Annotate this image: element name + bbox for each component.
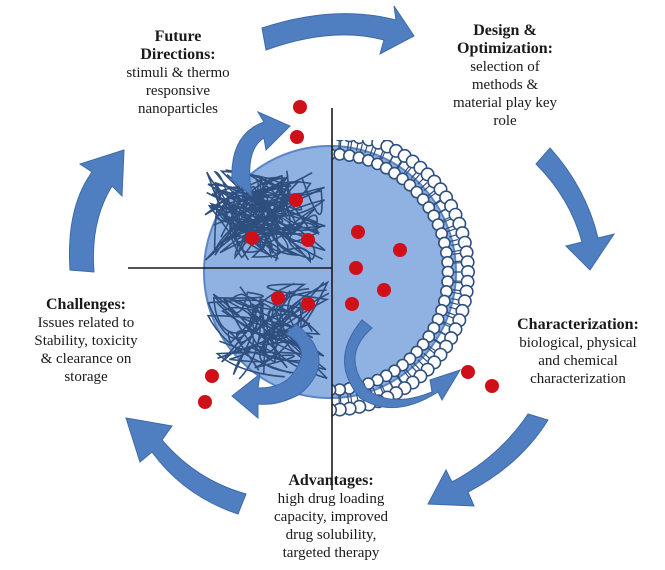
- challenges-line: Stability, toxicity: [6, 332, 166, 350]
- cycle-arrow-top: [262, 6, 414, 54]
- future-directions-heading-2: Directions:: [92, 46, 264, 64]
- drug-molecule: [289, 193, 303, 207]
- advantages-label: Advantages: high drug loading capacity, …: [246, 472, 416, 562]
- lipid-head: [324, 404, 336, 416]
- future-directions-line: nanoparticles: [92, 100, 264, 118]
- drug-molecule: [271, 291, 285, 305]
- drug-molecule: [393, 243, 407, 257]
- drug-molecule: [461, 365, 475, 379]
- drug-molecule: [198, 395, 212, 409]
- design-optimization-heading-2: Optimization:: [410, 40, 600, 58]
- drug-molecule: [345, 297, 359, 311]
- drug-molecule: [205, 369, 219, 383]
- drug-molecule: [290, 130, 304, 144]
- lipid-head: [343, 129, 355, 141]
- future-directions-label: Future Directions: stimuli & thermo resp…: [92, 28, 264, 118]
- design-optimization-label: Design & Optimization: selection of meth…: [410, 22, 600, 130]
- design-optimization-line: selection of: [410, 58, 600, 76]
- drug-molecule: [301, 233, 315, 247]
- drug-molecule: [301, 297, 315, 311]
- drug-molecule: [293, 100, 307, 114]
- advantages-line: drug solubility,: [246, 526, 416, 544]
- cycle-arrow-bottom-right: [428, 414, 548, 506]
- lipid-head: [324, 128, 336, 140]
- cycle-arrow-right: [536, 148, 614, 270]
- challenges-line: Issues related to: [6, 314, 166, 332]
- challenges-line: & clearance on: [6, 350, 166, 368]
- advantages-line: targeted therapy: [246, 544, 416, 562]
- drug-molecule: [245, 231, 259, 245]
- characterization-heading: Characterization:: [492, 316, 664, 334]
- advantages-line: capacity, improved: [246, 508, 416, 526]
- challenges-heading: Challenges:: [6, 296, 166, 314]
- design-optimization-heading: Design &: [410, 22, 600, 40]
- future-directions-line: stimuli & thermo: [92, 64, 264, 82]
- challenges-line: storage: [6, 368, 166, 386]
- drug-molecule: [351, 225, 365, 239]
- drug-molecule: [377, 283, 391, 297]
- future-directions-line: responsive: [92, 82, 264, 100]
- design-optimization-line: methods &: [410, 76, 600, 94]
- characterization-line: characterization: [492, 370, 664, 388]
- characterization-line: and chemical: [492, 352, 664, 370]
- challenges-label: Challenges: Issues related to Stability,…: [6, 296, 166, 386]
- advantages-line: high drug loading: [246, 490, 416, 508]
- cycle-arrow-left: [69, 150, 124, 272]
- future-directions-heading: Future: [92, 28, 264, 46]
- drug-molecule: [349, 261, 363, 275]
- cycle-arrow-bottom-left: [126, 418, 246, 514]
- characterization-label: Characterization: biological, physical a…: [492, 316, 664, 388]
- advantages-heading: Advantages:: [246, 472, 416, 490]
- lipid-head: [334, 128, 346, 140]
- characterization-line: biological, physical: [492, 334, 664, 352]
- design-optimization-line: role: [410, 112, 600, 130]
- design-optimization-line: material play key: [410, 94, 600, 112]
